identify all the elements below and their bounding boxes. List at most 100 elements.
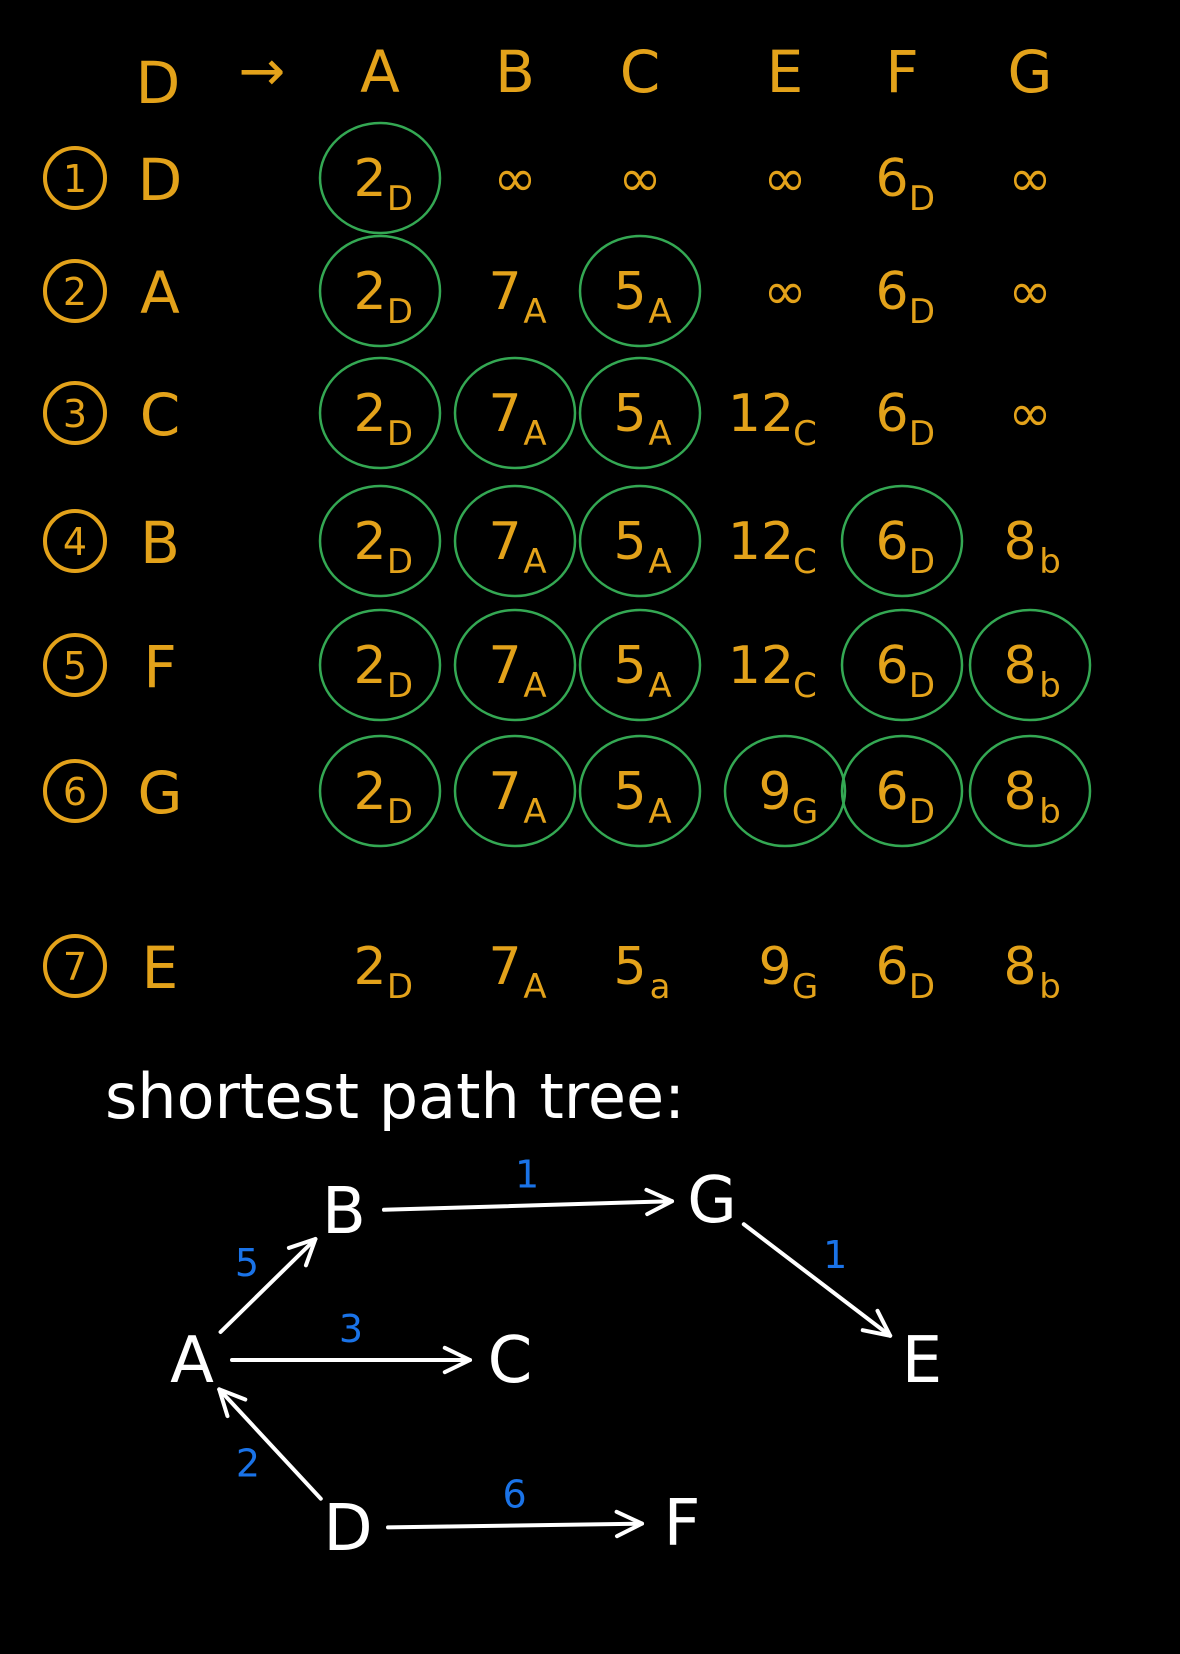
distance-value: ∞	[1008, 384, 1051, 444]
edge-weight: 6	[502, 1473, 526, 1517]
predecessor-subscript: D	[909, 542, 935, 582]
predecessor-subscript: b	[1039, 666, 1061, 706]
tree-edge-d-a: 2	[217, 1387, 323, 1501]
selected-vertex: F	[143, 633, 176, 701]
column-header-a: A	[360, 38, 400, 106]
distance-value: 5	[613, 937, 646, 997]
step-number: 7	[63, 945, 87, 989]
predecessor-subscript: A	[523, 792, 546, 832]
predecessor-subscript: A	[648, 542, 671, 582]
predecessor-subscript: D	[909, 179, 935, 219]
predecessor-subscript: A	[523, 967, 546, 1007]
predecessor-subscript: A	[523, 414, 546, 454]
tree-node-b: B	[322, 1175, 366, 1249]
distance-value: 12	[728, 636, 794, 696]
finalized-circle	[578, 234, 702, 348]
step-circle	[43, 934, 107, 998]
finalized-circle	[968, 734, 1092, 848]
edge-weight: 1	[823, 1233, 847, 1277]
tree-edge-d-f: 6	[385, 1473, 645, 1539]
distance-value: 6	[875, 149, 908, 209]
finalized-circle	[453, 356, 577, 470]
distance-value: 9	[758, 937, 791, 997]
distance-value: 7	[488, 512, 521, 572]
distance-value: 7	[488, 262, 521, 322]
tree-heading: shortest path tree:	[105, 1060, 685, 1133]
edge-arrowhead	[860, 1308, 893, 1338]
predecessor-subscript: D	[387, 292, 413, 332]
distance-value: 6	[875, 636, 908, 696]
predecessor-subscript: A	[648, 414, 671, 454]
predecessor-subscript: D	[387, 666, 413, 706]
step-circle	[43, 509, 107, 573]
step-circle	[43, 259, 107, 323]
tree-edge-b-g: 1	[381, 1153, 675, 1217]
tree-node-e: E	[902, 1324, 942, 1398]
tree-node-g: G	[687, 1164, 737, 1238]
edge-arrowhead	[614, 1509, 645, 1539]
finalized-circle	[578, 356, 702, 470]
distance-cell: ∞	[493, 149, 536, 209]
distance-value: 2	[353, 762, 386, 822]
step-number: 2	[63, 270, 87, 314]
predecessor-subscript: D	[387, 542, 413, 582]
tree-edge-a-c: 3	[230, 1307, 472, 1375]
predecessor-subscript: A	[523, 542, 546, 582]
finalized-circle	[318, 484, 442, 598]
selected-vertex: A	[140, 259, 180, 327]
selected-vertex: B	[140, 509, 180, 577]
finalized-circle	[318, 234, 442, 348]
distance-value: ∞	[1008, 149, 1051, 209]
selected-vertex: G	[138, 759, 183, 827]
edge-weight: 1	[515, 1153, 539, 1197]
step-circle	[43, 759, 107, 823]
predecessor-subscript: D	[909, 792, 935, 832]
step-number: 1	[63, 157, 87, 201]
predecessor-subscript: A	[648, 292, 671, 332]
edge-arrowhead	[217, 1387, 248, 1419]
distance-value: 2	[353, 384, 386, 444]
edge-arrowhead	[644, 1187, 675, 1217]
edge-line	[217, 1387, 323, 1501]
predecessor-subscript: D	[387, 792, 413, 832]
distance-cell: ∞	[763, 149, 806, 209]
tree-node-d: D	[323, 1492, 372, 1566]
predecessor-subscript: b	[1039, 542, 1061, 582]
finalized-circle	[453, 484, 577, 598]
distance-value: 8	[1003, 937, 1036, 997]
predecessor-subscript: b	[1039, 967, 1061, 1007]
finalized-circle	[318, 734, 442, 848]
step-circle	[43, 633, 107, 697]
distance-value: 2	[353, 636, 386, 696]
distance-cell: ∞	[1008, 262, 1051, 322]
finalized-circle	[968, 608, 1092, 722]
column-header-g: G	[1008, 38, 1053, 106]
edge-line	[218, 1237, 318, 1334]
edge-line	[385, 1521, 645, 1530]
